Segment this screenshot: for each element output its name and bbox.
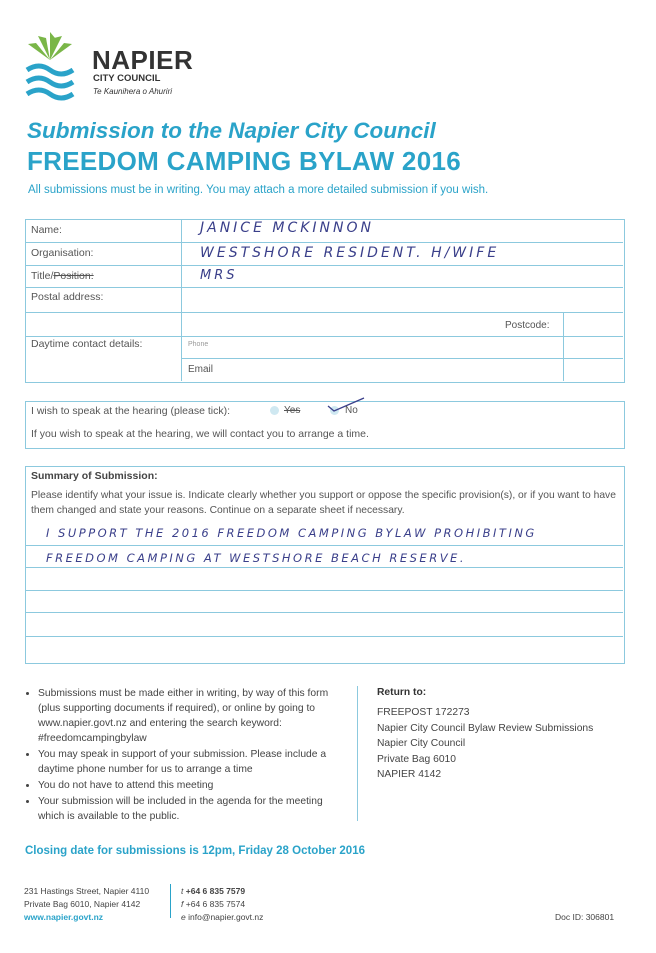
notes-list: Submissions must be made either in writi… [24, 686, 342, 825]
return-address: FREEPOST 172273 Napier City Council Byla… [377, 707, 594, 780]
summary-line-2[interactable]: FREEDOM CAMPING AT WESTSHORE BEACH RESER… [46, 551, 466, 565]
phone-label: Phone [188, 341, 209, 348]
details-box [25, 219, 625, 383]
footer-address: 231 Hastings Street, Napier 4110 Private… [24, 886, 150, 922]
postal-address-label: Postal address: [31, 291, 104, 303]
brand-name: NAPIER [92, 45, 194, 75]
brand-maori-name: Te Kaunihera o Ahuriri [93, 87, 173, 96]
name-field[interactable]: JANICE MCKINNON [200, 220, 374, 236]
intro-text: All submissions must be in writing. You … [28, 184, 489, 196]
hearing-note: If you wish to speak at the hearing, we … [31, 428, 369, 440]
hearing-box [25, 401, 625, 449]
contact-details-label: Daytime contact details: [31, 338, 143, 350]
yes-label: Yes [284, 405, 301, 416]
organisation-field[interactable]: WESTSHORE RESIDENT. H/WIFE [200, 245, 500, 261]
yes-checkbox[interactable] [270, 406, 279, 415]
footer-contacts: t +64 6 835 7579 f +64 6 835 7574 e info… [181, 886, 264, 922]
summary-box [25, 466, 625, 664]
email-label: Email [188, 364, 214, 375]
form-title-line1: Submission to the Napier City Council [27, 118, 436, 143]
note-item: Submissions must be made either in writi… [38, 686, 342, 746]
footer-website-link[interactable]: www.napier.govt.nz [24, 912, 104, 922]
footer-email-link[interactable]: info@napier.govt.nz [188, 912, 264, 922]
organisation-label: Organisation: [31, 247, 94, 259]
phone-field[interactable] [230, 337, 620, 357]
title-label: Title/Position: [31, 270, 94, 282]
doc-id: Doc ID: 306801 [555, 912, 615, 922]
napier-logo-icon [25, 32, 75, 101]
postcode-field[interactable] [564, 313, 622, 335]
note-item: You do not have to attend this meeting [38, 778, 342, 793]
summary-instructions: Please identify what your issue is. Indi… [31, 490, 616, 516]
return-to-heading: Return to: [377, 687, 427, 698]
name-label: Name: [31, 224, 62, 236]
note-item: Your submission will be included in the … [38, 794, 342, 824]
postcode-label: Postcode: [505, 320, 550, 331]
note-item: You may speak in support of your submiss… [38, 747, 342, 777]
hearing-question: I wish to speak at the hearing (please t… [31, 405, 231, 417]
closing-date: Closing date for submissions is 12pm, Fr… [25, 845, 365, 857]
brand-subtitle: CITY COUNCIL [93, 73, 161, 84]
summary-heading: Summary of Submission: [31, 470, 158, 482]
title-field[interactable]: MRS [200, 268, 238, 283]
no-label: No [345, 405, 358, 416]
summary-line-1[interactable]: I SUPPORT THE 2016 FREEDOM CAMPING BYLAW… [46, 526, 537, 540]
email-field[interactable] [230, 359, 620, 380]
form-title-line2: FREEDOM CAMPING BYLAW 2016 [27, 146, 461, 176]
tick-mark-icon [327, 397, 365, 412]
